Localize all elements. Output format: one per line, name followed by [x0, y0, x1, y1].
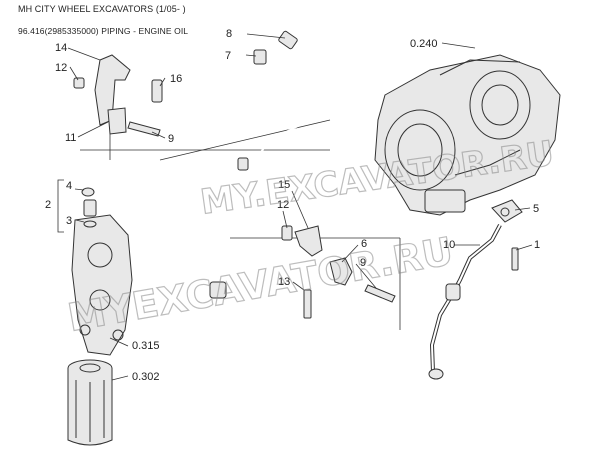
- turbocharger-part: [374, 54, 561, 216]
- bolt-part-9-upper: [127, 121, 161, 137]
- callout-10: 10: [443, 239, 455, 251]
- clip-part-15: [281, 225, 323, 257]
- oil-filter-housing-part: [71, 214, 133, 356]
- leader-lines: [57, 33, 533, 381]
- callout-8: 8: [226, 28, 232, 40]
- diagram-header-subtitle: 96.416(2985335000) PIPING - ENGINE OIL: [18, 26, 189, 36]
- callout-16: 16: [170, 73, 182, 85]
- callout-15: 15: [278, 179, 290, 191]
- callout-7: 7: [225, 50, 231, 62]
- gasket-part: [491, 199, 523, 223]
- bolt-part-13: [303, 289, 312, 319]
- bolt-part-1: [511, 247, 519, 271]
- callout-0-240: 0.240: [410, 38, 438, 50]
- bracket-part: [94, 54, 131, 135]
- fitting-part-16: [151, 79, 163, 103]
- callout-9-lower: 9: [360, 257, 366, 269]
- oil-feed-pipe-part: [208, 30, 347, 299]
- callout-2: 2: [45, 199, 51, 211]
- callout-14: 14: [55, 42, 67, 54]
- callout-12-upper: 12: [55, 62, 67, 74]
- callout-labels: 14 12 16 11 9 8 7 0.240 2 4 3 5 15 12 6 …: [45, 28, 540, 383]
- clamp-part-6: [329, 257, 353, 286]
- callout-4: 4: [66, 180, 72, 192]
- callout-13: 13: [278, 276, 290, 288]
- adapter-part-7: [253, 49, 267, 65]
- callout-11: 11: [65, 132, 76, 144]
- callout-6: 6: [361, 238, 367, 250]
- sensor-part-3-4: [81, 187, 97, 228]
- oil-filter-part: [67, 359, 113, 446]
- callout-9-upper: 9: [168, 133, 174, 145]
- callout-3: 3: [66, 215, 72, 227]
- bolt-part-9-lower: [364, 284, 396, 303]
- callout-12-lower: 12: [277, 199, 289, 211]
- callout-5: 5: [533, 203, 539, 215]
- callout-0-302: 0.302: [132, 371, 160, 383]
- oil-return-pipe-part: [428, 224, 502, 380]
- callout-0-315: 0.315: [132, 340, 160, 352]
- callout-1: 1: [534, 239, 540, 251]
- diagram-header-title: MH CITY WHEEL EXCAVATORS (1/05- ): [18, 4, 186, 14]
- nut-part-12-upper: [73, 77, 85, 89]
